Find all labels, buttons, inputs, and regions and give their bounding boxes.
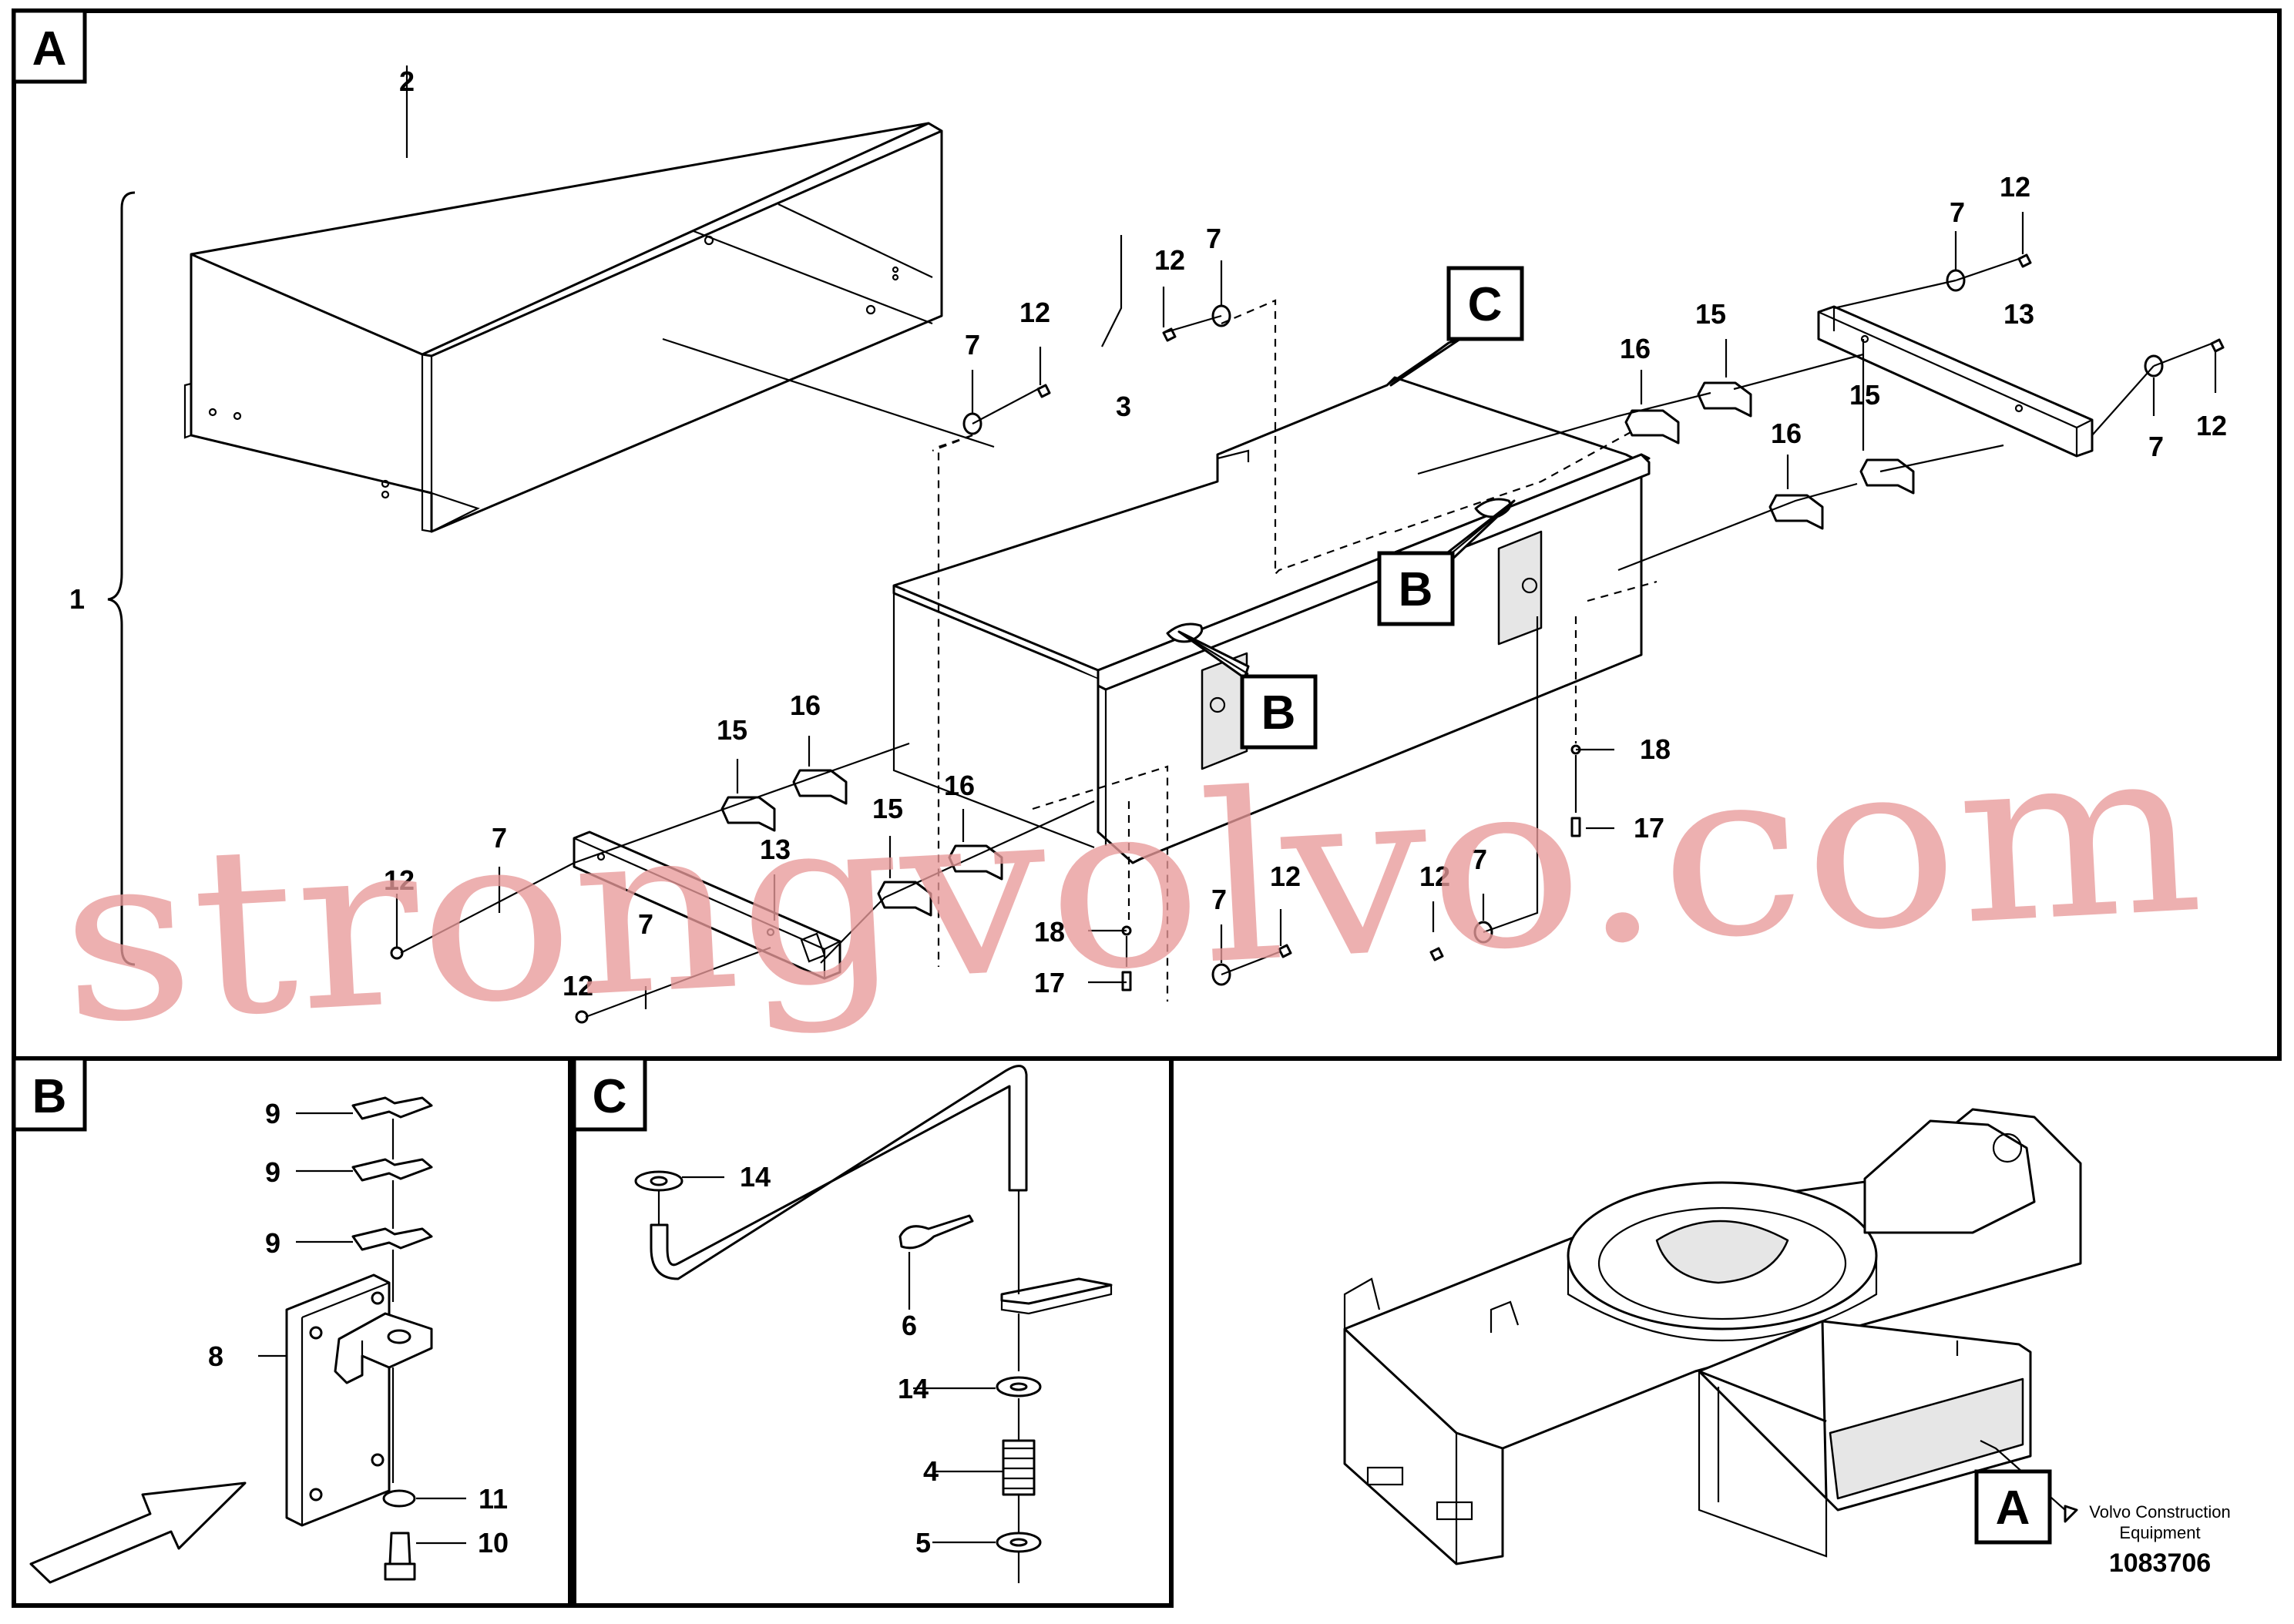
view-a-letter-box: A — [12, 8, 87, 84]
front-bar-part — [573, 830, 841, 980]
label-13-front: 13 — [760, 834, 791, 865]
label-18-b: 18 — [1034, 916, 1065, 948]
view-c-drawing: 14 6 14 4 5 — [634, 1065, 1113, 1583]
label-6-pin: 6 — [902, 1310, 917, 1341]
label-15-b: 15 — [1849, 379, 1880, 411]
view-a-drawing: C B B 1 2 3 7 12 12 7 7 12 7 12 — [69, 65, 2227, 1024]
label-13-rear: 13 — [2003, 298, 2034, 330]
label-2-cover: 2 — [399, 65, 415, 97]
label-7-a: 7 — [965, 329, 980, 361]
callout-b-upper-label: B — [1399, 563, 1433, 616]
label-9-c: 9 — [265, 1227, 280, 1259]
label-18-a: 18 — [1640, 733, 1671, 765]
label-9-a: 9 — [265, 1098, 280, 1129]
label-7-h: 7 — [638, 908, 653, 940]
callout-b-lower-label: B — [1261, 686, 1296, 740]
label-16-a: 16 — [1620, 333, 1651, 364]
label-14-lower: 14 — [898, 1373, 929, 1404]
callout-b-lower: B — [1177, 630, 1318, 750]
callout-c: C — [1386, 266, 1524, 387]
main-box-part — [892, 376, 1651, 864]
label-17-a: 17 — [1634, 812, 1664, 844]
label-12-b: 12 — [1154, 244, 1185, 276]
watermark-text: strongvolvo.com — [54, 695, 2207, 1075]
direction-arrow — [29, 1481, 247, 1584]
label-11-washer: 11 — [479, 1483, 508, 1515]
label-16-d: 16 — [790, 690, 821, 721]
label-12-c: 12 — [2000, 171, 2030, 203]
label-12-a: 12 — [1019, 297, 1050, 328]
view-a-labels: 1 2 3 7 12 12 7 7 12 7 12 13 16 15 16 15… — [69, 65, 2227, 1002]
label-15-c: 15 — [872, 793, 903, 824]
figure-number: 1083706 — [2109, 1549, 2211, 1578]
view-a-letter: A — [32, 22, 67, 75]
label-7-d: 7 — [2148, 431, 2164, 462]
fastener-parts — [390, 253, 2225, 1024]
manufacturer-line-1: Volvo Construction — [2089, 1502, 2230, 1522]
callout-c-label: C — [1468, 278, 1503, 331]
figure-footer: Volvo Construction Equipment 1083706 — [2089, 1502, 2230, 1578]
label-7-b: 7 — [1206, 223, 1221, 254]
label-16-c: 16 — [944, 770, 975, 801]
label-8-plate: 8 — [208, 1340, 223, 1372]
label-4-spring: 4 — [923, 1455, 939, 1487]
view-c-letter-box: C — [572, 1056, 647, 1132]
label-3-box: 3 — [1116, 391, 1131, 422]
watermark: strongvolvo.com — [54, 695, 2207, 1075]
callout-a-location-label: A — [1996, 1481, 2030, 1535]
view-a-leader-lines — [395, 65, 2217, 1018]
label-12-d: 12 — [2196, 410, 2227, 441]
view-b-drawing: 9 9 9 8 11 10 — [29, 1096, 509, 1584]
label-14-upper: 14 — [740, 1161, 771, 1193]
callout-b-upper: B — [1377, 499, 1516, 626]
label-15-a: 15 — [1695, 298, 1726, 330]
label-12-g: 12 — [384, 864, 415, 896]
cover-part — [183, 122, 995, 533]
view-b-letter: B — [32, 1070, 67, 1123]
label-7-c: 7 — [1950, 196, 1965, 228]
label-1: 1 — [69, 583, 85, 615]
label-10-bolt: 10 — [478, 1527, 509, 1559]
view-b-frame — [12, 1056, 573, 1608]
view-b-letter-box: B — [12, 1056, 87, 1132]
label-15-d: 15 — [717, 714, 747, 746]
label-7-e: 7 — [1472, 844, 1487, 875]
label-16-b: 16 — [1771, 418, 1802, 449]
rear-bar-part — [1817, 305, 2094, 458]
assembly-brace — [107, 191, 136, 966]
location-view-drawing: A — [1343, 1108, 2082, 1565]
label-17-b: 17 — [1034, 967, 1065, 998]
label-7-f: 7 — [1211, 884, 1227, 915]
label-5-washer: 5 — [915, 1527, 931, 1559]
label-12-h: 12 — [563, 970, 593, 1002]
view-c-frame — [572, 1056, 1174, 1608]
label-12-e: 12 — [1419, 861, 1450, 892]
label-7-g: 7 — [492, 822, 507, 854]
label-12-f: 12 — [1270, 861, 1301, 892]
label-9-b: 9 — [265, 1156, 280, 1188]
view-c-letter: C — [593, 1070, 627, 1123]
manufacturer-line-2: Equipment — [2119, 1523, 2200, 1542]
